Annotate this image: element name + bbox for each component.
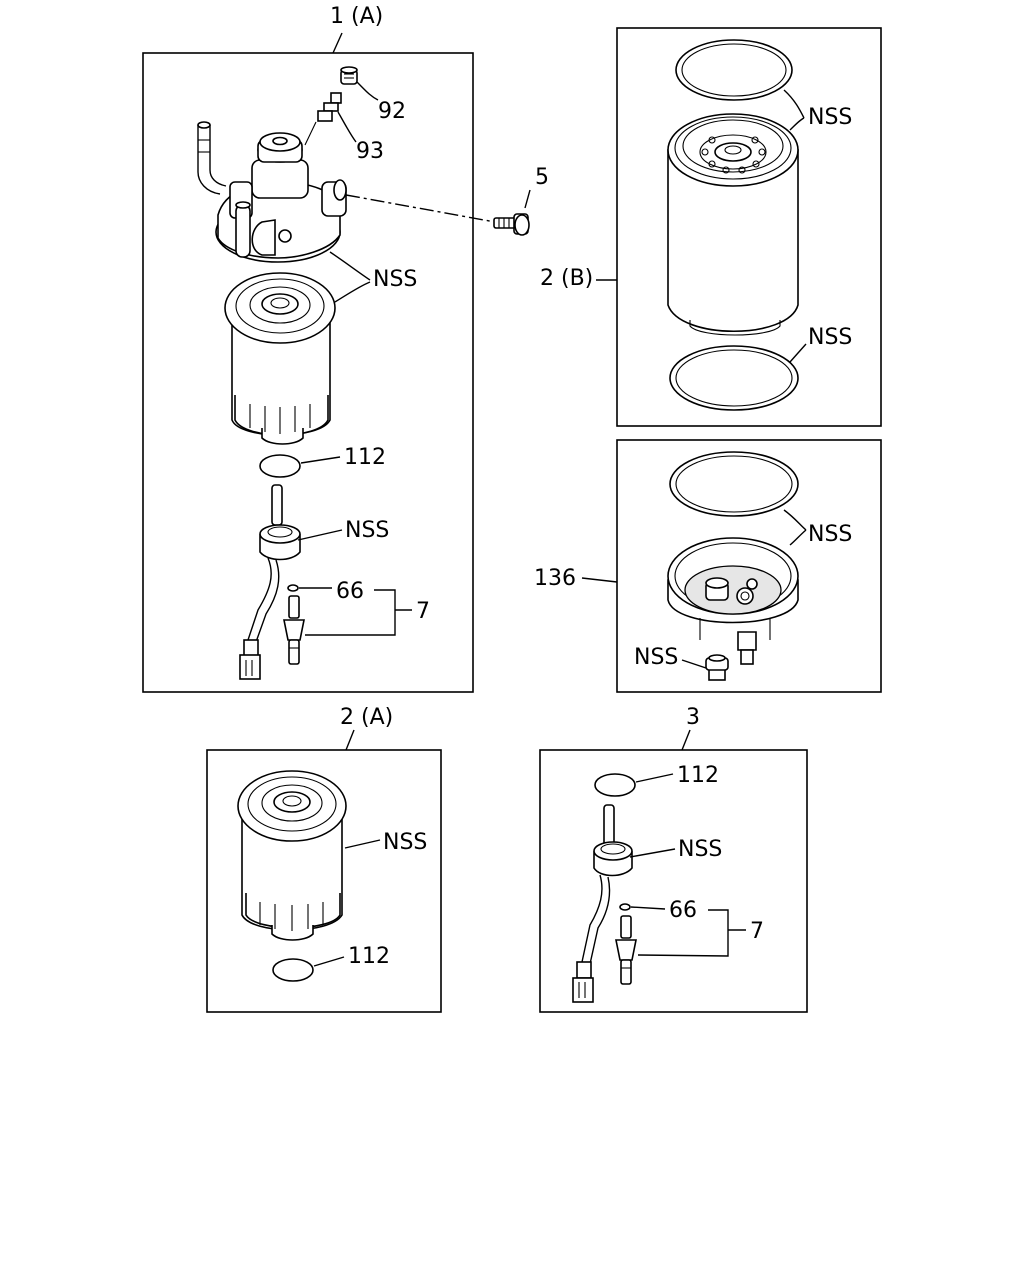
group-2b-frame: [616, 27, 882, 427]
group-2b: 2 (B): [540, 27, 882, 427]
bolt-5: [493, 213, 530, 236]
sediment-bowl-136: [667, 537, 799, 665]
o-ring-112-2a: [272, 958, 314, 982]
group-2b-label: 2 (B): [540, 266, 593, 291]
callout-nss-ring-136: NSS: [808, 522, 852, 547]
o-ring-112-3: [594, 773, 636, 797]
callout-7-3: 7: [750, 919, 764, 944]
group-3-frame: [539, 749, 808, 1013]
callout-7-a: 7: [416, 599, 430, 624]
callout-nss-sensor-3: NSS: [678, 837, 722, 862]
callout-nss-plug-136: NSS: [634, 645, 678, 670]
callout-5: 5: [535, 165, 549, 190]
cap-92: [340, 66, 358, 85]
group-1a-frame: [142, 52, 474, 693]
nipple-93: [304, 92, 342, 146]
group-136-frame: [616, 439, 882, 693]
group-1a: 1 (A): [142, 4, 496, 693]
seal-ring-bottom: [669, 345, 799, 411]
callout-nss-sensor-a: NSS: [345, 518, 389, 543]
group-3-label: 3: [686, 705, 700, 730]
callout-66-3: 66: [669, 898, 697, 923]
group-1a-label: 1 (A): [330, 4, 383, 29]
filter-head-housing: [197, 121, 347, 263]
seal-ring-top: [675, 39, 793, 101]
callout-112-a: 112: [344, 445, 386, 470]
group-2a: 2 (A): [206, 705, 442, 1013]
callout-92: 92: [378, 99, 406, 124]
drain-plug-136: [705, 654, 729, 681]
group-2a-label: 2 (A): [340, 705, 393, 730]
callout-66-a: 66: [336, 579, 364, 604]
callout-93: 93: [356, 139, 384, 164]
filter-element-2a: [237, 770, 347, 941]
group-136: 136: [534, 439, 882, 693]
fuel-cartridge-2b: [667, 113, 799, 336]
group-136-label: 136: [534, 566, 576, 591]
water-sensor-3: [572, 804, 637, 1003]
group-2a-frame: [206, 749, 442, 1013]
filter-element-1a: [224, 272, 336, 445]
callout-112-3: 112: [677, 763, 719, 788]
callout-nss-head: NSS: [373, 267, 417, 292]
callout-nss-ring-top: NSS: [808, 105, 852, 130]
callout-112-2a: 112: [348, 944, 390, 969]
seal-ring-136: [669, 451, 799, 517]
group-3: 3: [539, 705, 808, 1013]
water-sensor-1a: [239, 484, 305, 680]
callout-nss-ring-bottom: NSS: [808, 325, 852, 350]
callout-nss-filter-2a: NSS: [383, 830, 427, 855]
o-ring-112-a: [259, 454, 301, 478]
